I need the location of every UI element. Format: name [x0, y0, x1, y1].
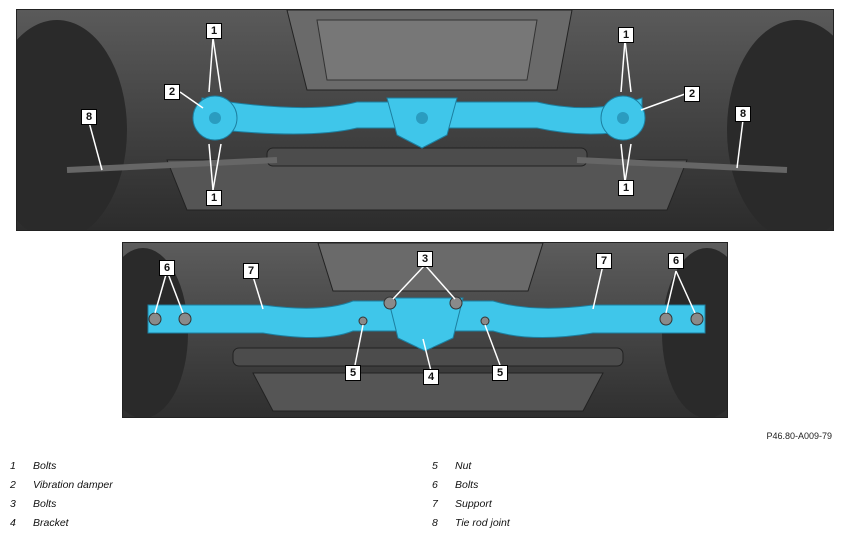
legend-number: 1: [10, 460, 16, 472]
callout-8-top-right: 8: [735, 106, 751, 122]
callout-4-bottom: 4: [423, 369, 439, 385]
legend-label: Nut: [455, 460, 472, 472]
legend-label: Bolts: [33, 498, 57, 510]
legend-number: 7: [432, 498, 438, 510]
legend-row: 8 Tie rod joint: [432, 517, 510, 536]
legend-label: Bracket: [33, 517, 69, 529]
legend-label: Bolts: [455, 479, 479, 491]
bracket-bottom: [387, 297, 464, 352]
callout-2-top-left: 2: [164, 84, 180, 100]
callout-1-top-left-upper: 1: [206, 23, 222, 39]
legend-number: 8: [432, 517, 438, 529]
bottom-view-drawing: [123, 243, 727, 417]
callout-1-top-right-lower: 1: [618, 180, 634, 196]
callout-3-bottom: 3: [417, 251, 433, 267]
legend-label: Bolts: [33, 460, 57, 472]
callout-8-top-left: 8: [81, 109, 97, 125]
legend-label: Vibration damper: [33, 479, 113, 491]
callout-1-top-right-upper: 1: [618, 27, 634, 43]
top-view-illustration: 1 1 2 1 1 2 8 8: [16, 9, 834, 231]
legend-row: 5 Nut: [432, 460, 510, 479]
bottom-view-illustration: 6 7 3 5 4 5 7 6: [122, 242, 728, 418]
callout-5-bottom-left: 5: [345, 365, 361, 381]
legend-row: 1 Bolts: [10, 460, 113, 479]
legend-number: 4: [10, 517, 16, 529]
callout-6-bottom-left: 6: [159, 260, 175, 276]
callout-1-top-left-lower: 1: [206, 190, 222, 206]
legend-number: 3: [10, 498, 16, 510]
callout-6-bottom-right: 6: [668, 253, 684, 269]
legend-label: Tie rod joint: [455, 517, 510, 529]
legend-number: 6: [432, 479, 438, 491]
callout-7-bottom-left: 7: [243, 263, 259, 279]
callout-5-bottom-right: 5: [492, 365, 508, 381]
callout-2-top-right: 2: [684, 86, 700, 102]
legend-row: 4 Bracket: [10, 517, 113, 536]
figure-code: P46.80-A009-79: [766, 431, 832, 441]
legend-right: 5 Nut 6 Bolts 7 Support 8 Tie rod joint: [432, 460, 510, 536]
legend-row: 3 Bolts: [10, 498, 113, 517]
legend-row: 2 Vibration damper: [10, 479, 113, 498]
legend-row: 6 Bolts: [432, 479, 510, 498]
top-view-drawing: [17, 10, 833, 230]
legend-row: 7 Support: [432, 498, 510, 517]
legend-number: 2: [10, 479, 16, 491]
callout-7-bottom-right: 7: [596, 253, 612, 269]
legend-number: 5: [432, 460, 438, 472]
legend-label: Support: [455, 498, 492, 510]
